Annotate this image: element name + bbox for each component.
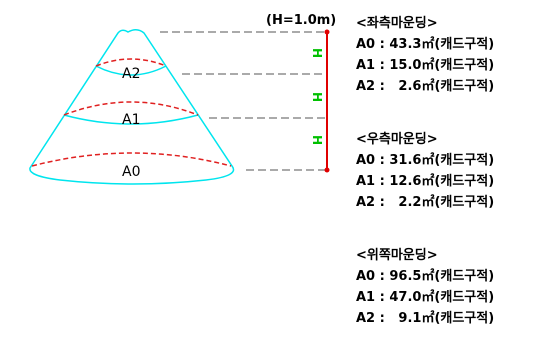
top-mounding-title: <위쪽마운딩> xyxy=(356,248,438,263)
right-mounding-title: <우측마운딩> xyxy=(356,132,438,147)
h-mark-3: H xyxy=(310,135,324,145)
a1-front-arc xyxy=(63,114,199,125)
top-a2-area: A2 : 9.1㎡(캐드구적) xyxy=(356,311,495,326)
a2-cut-arc xyxy=(95,58,167,67)
a1-cut-arc xyxy=(63,101,199,116)
zone-label-a2: A2 xyxy=(122,66,140,82)
cone-outline xyxy=(29,29,235,185)
right-a2-area: A2 : 2.2㎡(캐드구적) xyxy=(356,195,495,210)
scale-dot-top xyxy=(324,29,330,35)
scale-dot-bottom xyxy=(324,167,330,173)
top-a0-area: A0 : 96.5㎡(캐드구적) xyxy=(356,269,495,284)
a0-cut-arc xyxy=(31,152,232,167)
a2-front-arc xyxy=(95,65,167,76)
top-a1-area: A1 : 47.0㎡(캐드구적) xyxy=(356,290,495,305)
top-mounding-panel: <위쪽마운딩> A0 : 96.5㎡(캐드구적) A1 : 47.0㎡(캐드구적… xyxy=(356,246,494,329)
height-note: (H=1.0m) xyxy=(266,13,336,28)
h-mark-2: H xyxy=(310,92,324,102)
left-mounding-title: <좌측마운딩> xyxy=(356,16,438,31)
left-mounding-panel: <좌측마운딩> A0 : 43.3㎡(캐드구적) A1 : 15.0㎡(캐드구적… xyxy=(356,14,494,97)
right-a1-area: A1 : 12.6㎡(캐드구적) xyxy=(356,174,495,189)
h-mark-1: H xyxy=(310,48,324,58)
zone-label-a0: A0 xyxy=(122,164,140,180)
left-a0-area: A0 : 43.3㎡(캐드구적) xyxy=(356,37,495,52)
right-mounding-panel: <우측마운딩> A0 : 31.6㎡(캐드구적) A1 : 12.6㎡(캐드구적… xyxy=(356,130,494,213)
left-a1-area: A1 : 15.0㎡(캐드구적) xyxy=(356,58,495,73)
right-a0-area: A0 : 31.6㎡(캐드구적) xyxy=(356,153,495,168)
zone-label-a1: A1 xyxy=(122,112,140,128)
left-a2-area: A2 : 2.6㎡(캐드구적) xyxy=(356,79,495,94)
